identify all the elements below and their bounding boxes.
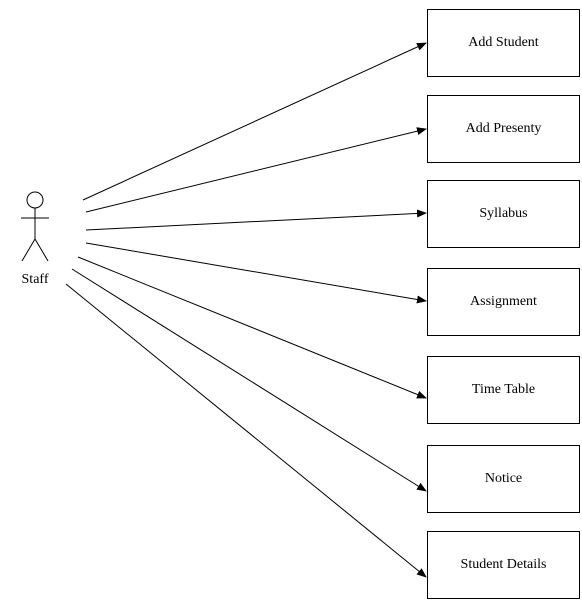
use-case-time-table[interactable]: Time Table — [427, 356, 580, 424]
use-case-label: Assignment — [470, 294, 537, 309]
actor-head — [26, 191, 44, 209]
actor-label: Staff — [21, 272, 49, 287]
use-case-add-presenty[interactable]: Add Presenty — [427, 95, 580, 163]
use-case-notice[interactable]: Notice — [427, 445, 580, 513]
connector-student-details — [65, 283, 427, 578]
actor-figure-icon — [21, 191, 49, 262]
use-case-syllabus[interactable]: Syllabus — [427, 180, 580, 248]
use-case-add-student[interactable]: Add Student — [427, 9, 580, 77]
use-case-assignment[interactable]: Assignment — [427, 268, 580, 336]
use-case-label: Syllabus — [479, 206, 528, 221]
connector-assignment — [85, 242, 427, 304]
connector-syllabus — [85, 209, 427, 231]
use-case-label: Time Table — [471, 382, 536, 397]
use-case-label: Add Presenty — [465, 121, 542, 136]
connector-time-table — [77, 256, 427, 399]
connector-add-presenty — [85, 127, 427, 213]
actor-left-leg — [21, 238, 36, 262]
use-case-label: Student Details — [460, 557, 547, 572]
use-case-student-details[interactable]: Student Details — [427, 531, 580, 599]
connector-notice — [71, 268, 427, 492]
actor-right-leg — [34, 238, 49, 262]
connector-add-student — [82, 42, 427, 201]
use-case-label: Notice — [484, 471, 523, 486]
use-case-label: Add Student — [468, 35, 539, 50]
